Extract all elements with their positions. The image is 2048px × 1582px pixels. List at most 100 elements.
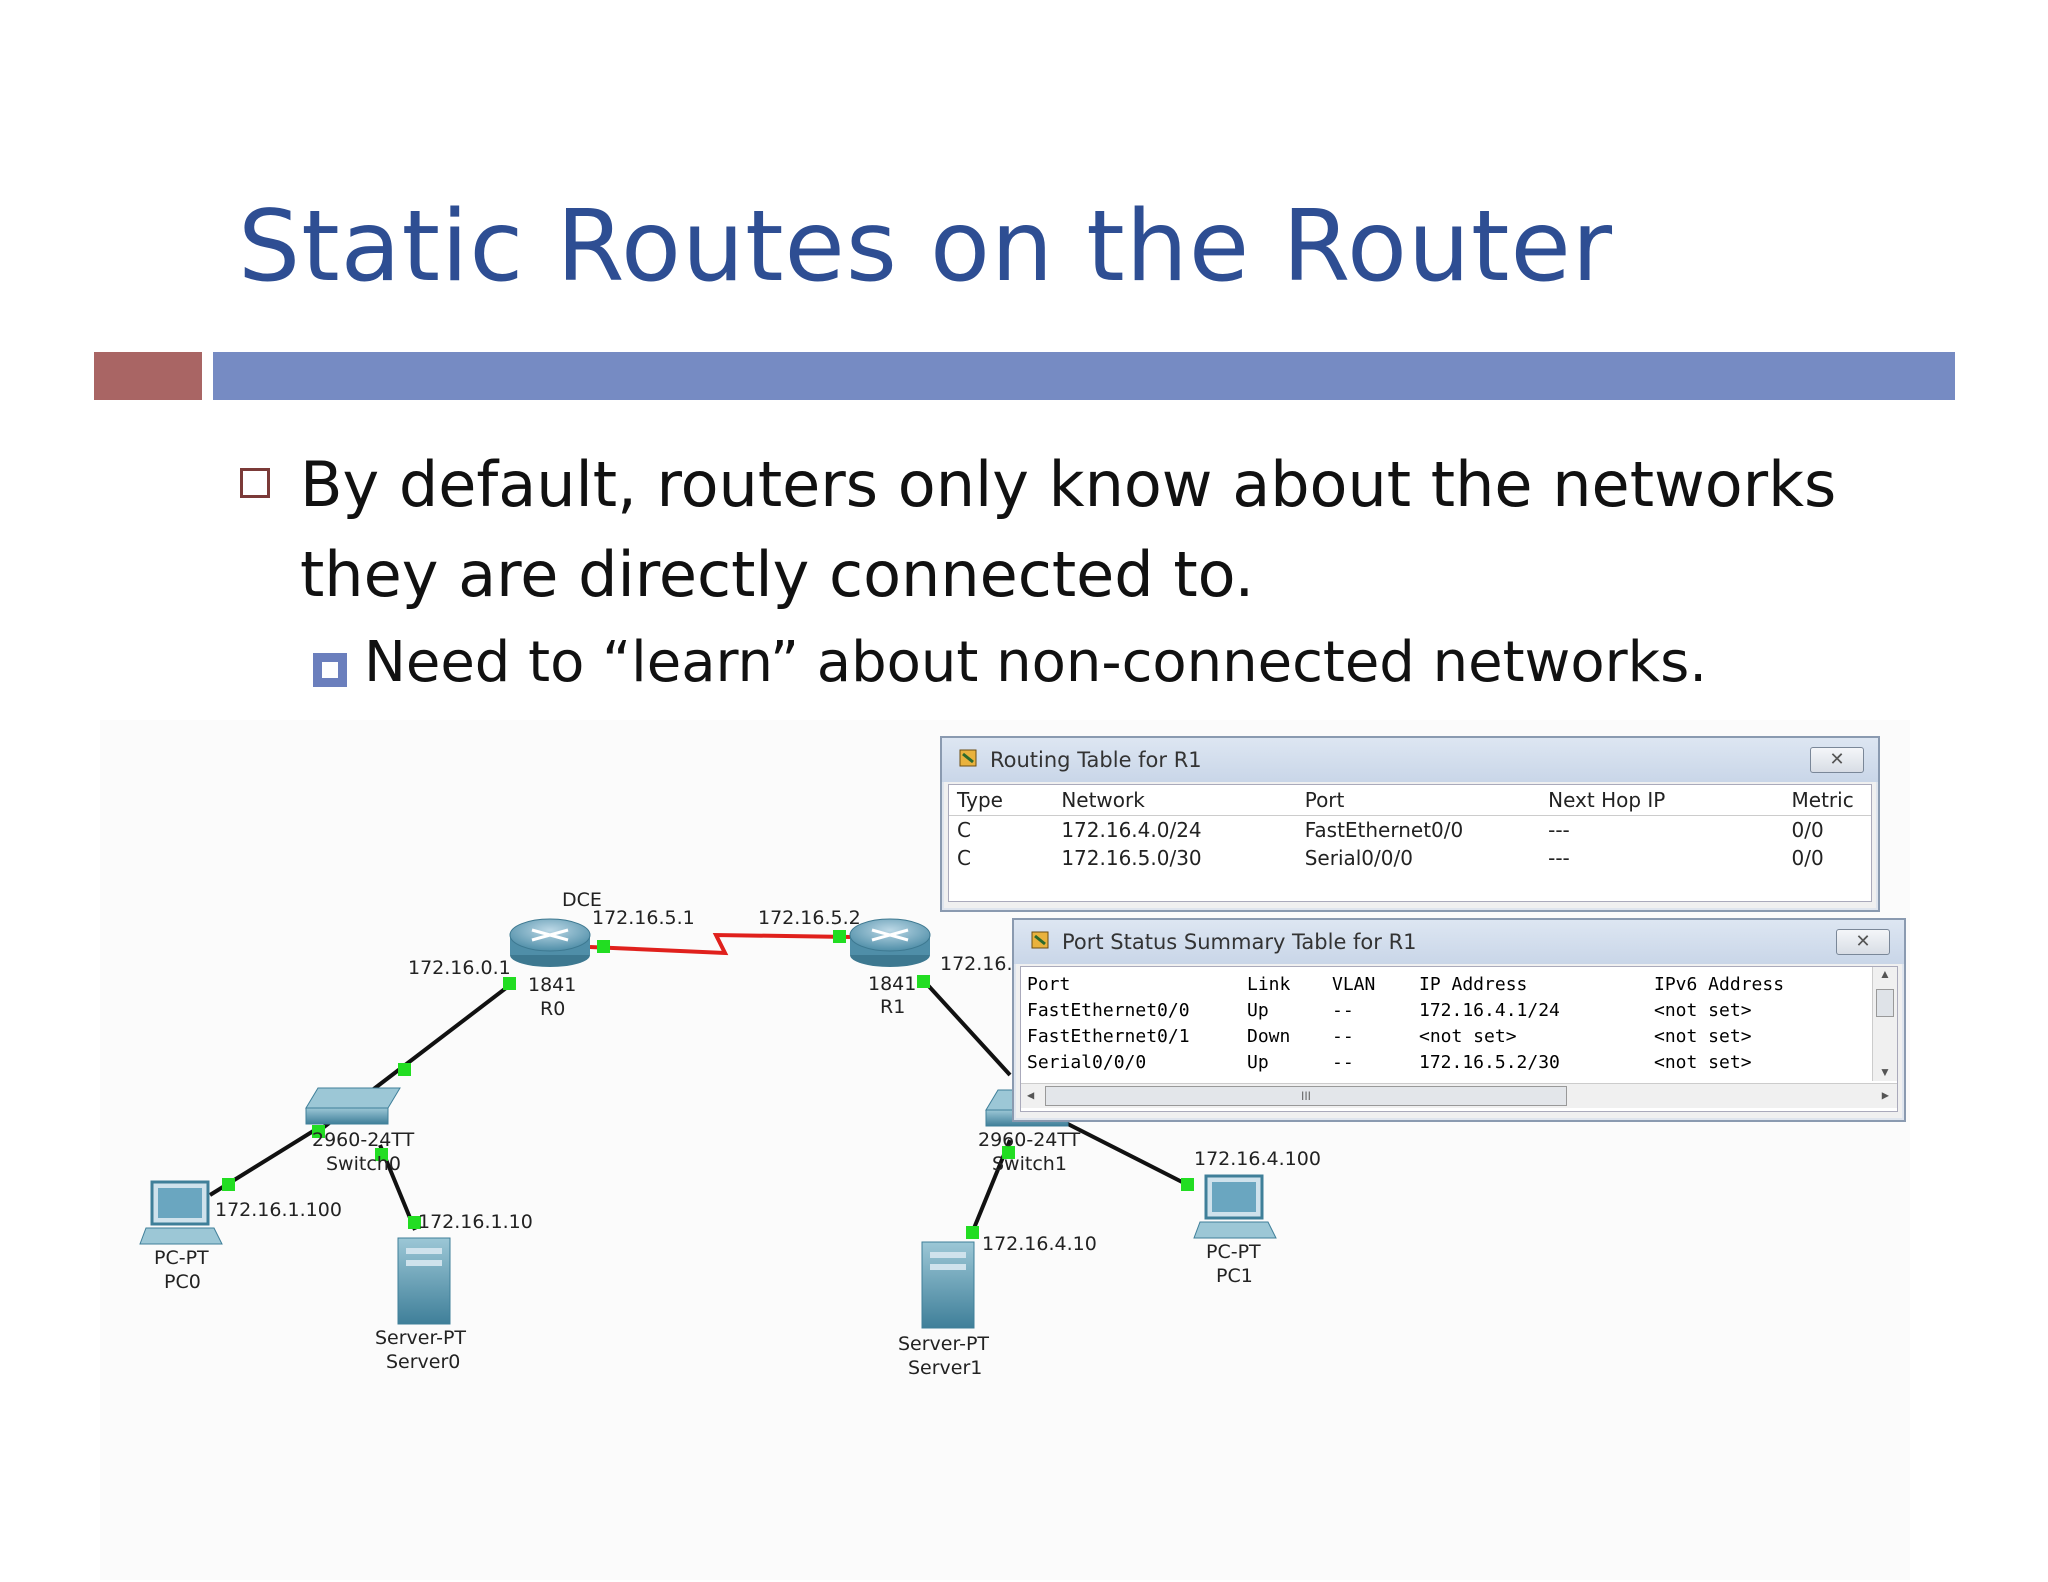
port-status-title: Port Status Summary Table for R1 (1062, 930, 1417, 954)
title-accent-red (94, 352, 202, 400)
col-next-hop[interactable]: Next Hop IP (1548, 788, 1666, 812)
scroll-right-icon[interactable]: ▶ (1881, 1088, 1889, 1102)
title-accent-blue (213, 352, 1955, 400)
cell-link: Up (1247, 1051, 1269, 1073)
scroll-up-icon[interactable]: ▲ (1879, 967, 1891, 981)
vertical-scrollbar[interactable]: ▲ ▼ (1872, 967, 1897, 1081)
pc1-icon[interactable] (1193, 1174, 1277, 1239)
cell-port: Serial0/0/0 (1027, 1051, 1147, 1073)
bullet-square-icon (240, 468, 270, 498)
port-status-window[interactable]: Port Status Summary Table for R1 ✕ Port … (1012, 918, 1906, 1122)
r1-ip-left: 172.16.5.2 (758, 907, 861, 929)
cell-ipv6: <not set> (1654, 1025, 1752, 1047)
table-row: Serial0/0/0 Up -- 172.16.5.2/30 <not set… (1021, 1049, 1897, 1075)
port-status-grid: Port Link VLAN IP Address IPv6 Address F… (1020, 966, 1898, 1112)
table-row[interactable]: C 172.16.4.0/24 FastEthernet0/0 --- 0/0 (949, 816, 1871, 844)
table-row: FastEthernet0/1 Down -- <not set> <not s… (1021, 1023, 1897, 1049)
col-port[interactable]: Port (1304, 788, 1345, 812)
port-status-titlebar[interactable]: Port Status Summary Table for R1 ✕ (1014, 920, 1904, 964)
r1-ip-right: 172.16.4 (940, 953, 1025, 975)
sub-bullet-square-icon (313, 653, 347, 687)
port-status-header: Port Link VLAN IP Address IPv6 Address (1021, 971, 1897, 997)
switch1-model: 2960-24TT (978, 1129, 1081, 1151)
table-row[interactable]: C 172.16.5.0/30 Serial0/0/0 --- 0/0 (949, 844, 1871, 872)
col-type[interactable]: Type (957, 788, 1003, 812)
switch1-name: Switch1 (992, 1153, 1067, 1175)
packet-tracer-icon (959, 749, 977, 767)
pc0-name: PC0 (164, 1271, 201, 1293)
col-vlan: VLAN (1332, 973, 1376, 995)
table-row: FastEthernet0/0 Up -- 172.16.4.1/24 <not… (1021, 997, 1897, 1023)
r1-name: R1 (880, 996, 905, 1018)
cell-port: FastEthernet0/0 (1304, 818, 1464, 842)
cell-port: FastEthernet0/0 (1027, 999, 1190, 1021)
port-lights (222, 930, 1194, 1239)
bullet-text-1: By default, routers only know about the … (300, 448, 1837, 611)
cell-type: C (957, 846, 971, 870)
pc0-model: PC-PT (154, 1247, 209, 1269)
cell-next-hop: --- (1548, 846, 1570, 870)
server1-name: Server1 (908, 1357, 982, 1379)
scroll-thumb[interactable] (1876, 989, 1894, 1017)
router-r1-icon[interactable] (849, 918, 931, 967)
cell-port: FastEthernet0/1 (1027, 1025, 1190, 1047)
router-r0-icon[interactable] (509, 918, 591, 967)
scroll-left-icon[interactable]: ◀ (1027, 1088, 1035, 1102)
col-ip: IP Address (1419, 973, 1528, 995)
horizontal-scrollbar[interactable]: ◀ III ▶ (1021, 1083, 1897, 1108)
col-metric[interactable]: Metric (1791, 788, 1854, 812)
switch0-model: 2960-24TT (312, 1129, 415, 1151)
r1-model: 1841 (868, 973, 916, 995)
cell-link: Up (1247, 999, 1269, 1021)
cell-network: 172.16.5.0/30 (1061, 846, 1202, 870)
cell-ip: 172.16.5.2/30 (1419, 1051, 1560, 1073)
cell-ipv6: <not set> (1654, 999, 1752, 1021)
server0-icon[interactable] (397, 1237, 451, 1325)
cell-ipv6: <not set> (1654, 1051, 1752, 1073)
cell-link: Down (1247, 1025, 1291, 1047)
cell-network: 172.16.4.0/24 (1061, 818, 1202, 842)
cell-metric: 0/0 (1791, 846, 1824, 870)
r0-ip-right: 172.16.5.1 (592, 907, 695, 929)
routing-table-window[interactable]: Routing Table for R1 ✕ Type Network Port… (940, 736, 1880, 912)
r0-name: R0 (540, 998, 565, 1020)
cell-ip: <not set> (1419, 1025, 1517, 1047)
server0-model: Server-PT (375, 1327, 466, 1349)
col-link: Link (1247, 973, 1291, 995)
pc0-ip: 172.16.1.100 (215, 1199, 342, 1221)
col-network[interactable]: Network (1061, 788, 1145, 812)
cell-vlan: -- (1332, 999, 1354, 1021)
switch0-name: Switch0 (326, 1153, 401, 1175)
routing-table-grid: Type Network Port Next Hop IP Metric C 1… (948, 784, 1872, 902)
close-icon[interactable]: ✕ (1810, 747, 1864, 773)
pc0-icon[interactable] (139, 1180, 223, 1245)
server1-icon[interactable] (921, 1241, 975, 1329)
r0-ip-left: 172.16.0.1 (408, 957, 511, 979)
routing-table-header: Type Network Port Next Hop IP Metric (949, 785, 1871, 816)
r0-model: 1841 (528, 974, 576, 996)
hscroll-thumb[interactable]: III (1045, 1086, 1567, 1106)
bullet-text-2: Need to “learn” about non-connected netw… (364, 630, 1708, 695)
routing-table-title: Routing Table for R1 (990, 748, 1202, 772)
routing-table-titlebar[interactable]: Routing Table for R1 ✕ (942, 738, 1878, 782)
server1-model: Server-PT (898, 1333, 989, 1355)
packet-tracer-icon (1031, 931, 1049, 949)
link-r1-switch1 (923, 980, 1012, 1077)
link-switch1-pc1 (1059, 1118, 1189, 1187)
server0-name: Server0 (386, 1351, 460, 1373)
dce-label: DCE (562, 889, 602, 911)
server0-ip: 172.16.1.10 (418, 1211, 533, 1233)
cell-type: C (957, 818, 971, 842)
pc1-name: PC1 (1216, 1265, 1253, 1287)
server1-ip: 172.16.4.10 (982, 1233, 1097, 1255)
close-icon[interactable]: ✕ (1836, 929, 1890, 955)
cell-next-hop: --- (1548, 818, 1570, 842)
switch0-icon[interactable] (305, 1087, 401, 1125)
col-ipv6: IPv6 Address (1654, 973, 1785, 995)
page-title: Static Routes on the Router (238, 190, 1614, 304)
cell-metric: 0/0 (1791, 818, 1824, 842)
scroll-down-icon[interactable]: ▼ (1879, 1065, 1891, 1079)
cell-ip: 172.16.4.1/24 (1419, 999, 1560, 1021)
pc1-ip: 172.16.4.100 (1194, 1148, 1321, 1170)
